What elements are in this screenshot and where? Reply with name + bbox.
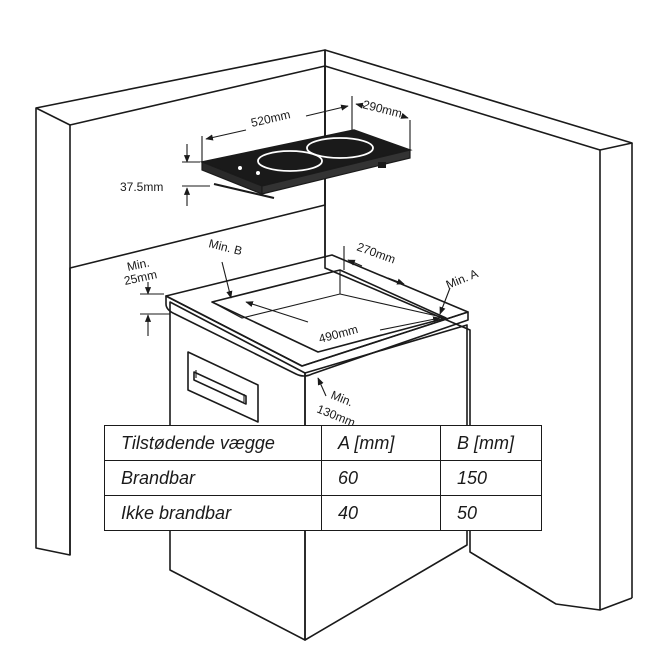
label-min-top-1: Min. — [126, 256, 151, 274]
table-header-a: A [mm] — [321, 425, 441, 461]
label-min-b: Min. B — [207, 236, 243, 258]
label-hob-width: 520mm — [250, 107, 292, 130]
table-cell: 40 — [321, 495, 441, 531]
table-cell: Ikke brandbar — [104, 495, 322, 531]
table-cell: 150 — [440, 460, 542, 496]
dimension-lines — [140, 96, 451, 397]
table-cell: Brandbar — [104, 460, 322, 496]
table-row: Ikke brandbar 40 50 — [104, 495, 542, 531]
table-header-walls: Tilstødende vægge — [104, 425, 322, 461]
kitchen-cabinet — [165, 254, 469, 641]
label-hob-height: 37.5mm — [120, 180, 163, 194]
table-header-row: Tilstødende vægge A [mm] B [mm] — [104, 425, 542, 461]
label-min-a: Min. A — [444, 266, 480, 291]
table-cell: 50 — [440, 495, 542, 531]
induction-hob — [199, 129, 413, 199]
table-cell: 60 — [321, 460, 441, 496]
table-header-b: B [mm] — [440, 425, 542, 461]
walls — [35, 49, 633, 611]
label-cutout-depth: 270mm — [355, 240, 397, 267]
label-hob-depth: 290mm — [361, 97, 403, 120]
label-min-top-2: 25mm — [123, 267, 159, 288]
table-row: Brandbar 60 150 — [104, 460, 542, 496]
clearance-table: Tilstødende vægge A [mm] B [mm] Brandbar… — [104, 425, 542, 531]
